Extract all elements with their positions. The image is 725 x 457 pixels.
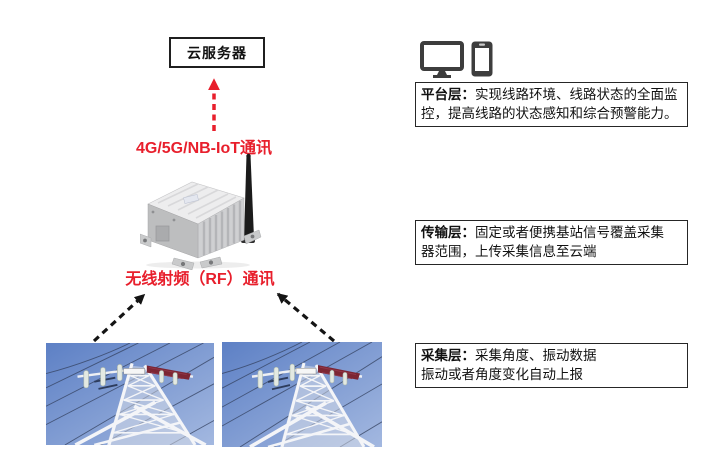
rf-collector-device-photo xyxy=(140,153,262,270)
collection-layer-body: 采集角度、振动数据 振动或者角度变化自动上报 xyxy=(421,348,597,383)
transmission-layer-box: 传输层：固定或者便携基站信号覆盖采集 器范围，上传采集信息至云端 xyxy=(415,220,688,265)
smartphone-icon xyxy=(471,41,493,77)
cloud-server-label: 云服务器 xyxy=(187,44,247,61)
monitor-icon xyxy=(420,41,464,78)
platform-layer-box: 平台层：实现线路环境、线路状态的全面监 控，提高线路的状态感知和综合预警能力。 xyxy=(415,82,688,127)
platform-layer-body: 实现线路环境、线路状态的全面监 控，提高线路的状态感知和综合预警能力。 xyxy=(421,87,678,122)
rf-uplink-arrow-left xyxy=(92,293,146,343)
collection-layer-box: 采集层：采集角度、振动数据 振动或者角度变化自动上报 xyxy=(415,343,688,388)
transmission-tower-photo-left xyxy=(46,343,214,445)
collection-layer-title: 采集层： xyxy=(421,348,475,363)
cellular-link-label: 4G/5G/NB-IoT通讯 xyxy=(135,140,272,157)
cloud-server-box: 云服务器 xyxy=(169,37,265,68)
enclosure xyxy=(140,181,262,270)
rf-uplink-arrow-right xyxy=(276,292,336,343)
platform-layer-title: 平台层： xyxy=(421,87,475,102)
transmission-layer-body: 固定或者便携基站信号覆盖采集 器范围，上传采集信息至云端 xyxy=(421,225,664,260)
rf-link-label: 无线射频（RF）通讯 xyxy=(125,271,275,288)
transmission-layer-title: 传输层： xyxy=(421,225,475,240)
transmission-tower-photo-right xyxy=(222,342,382,447)
